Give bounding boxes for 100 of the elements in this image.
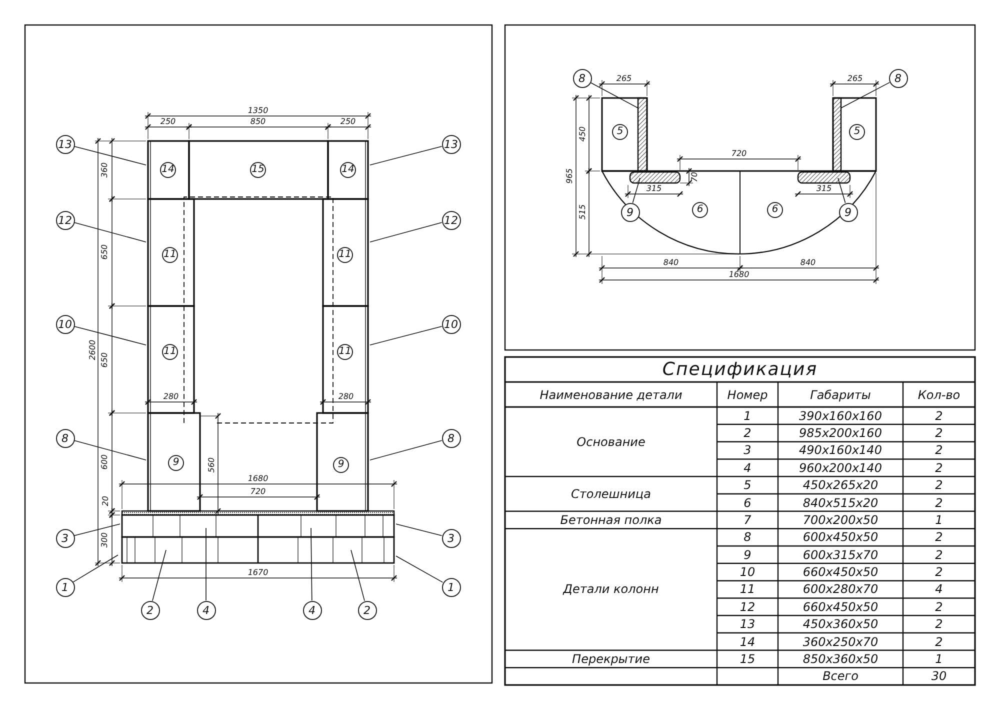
table-title: Спецификация [662,361,818,379]
leader-line [370,146,442,166]
part-dimensions: 660x450x50 [802,566,878,578]
callout-number: 9 [620,202,640,222]
part-dimensions: 850x360x50 [802,652,878,665]
part-dimensions: 390x160x160 [799,410,882,422]
dimension-label: 280 [338,393,354,401]
leader-line [590,82,638,108]
column-header: Наименование детали [540,389,682,401]
dimension-label: 650 [101,352,109,368]
item-number: 11 [740,583,756,596]
part-number: 11 [337,344,353,360]
part-number: 9 [168,455,184,471]
leader-line [370,440,442,460]
leader-line [632,178,640,204]
part-number: 11 [162,344,178,360]
item-number: 2 [744,427,752,440]
part-name: Основание [576,436,646,448]
leader-line [370,326,442,346]
dimension-label: 1670 [248,569,268,577]
callout-number: 2 [140,600,160,620]
callout-number: 3 [442,528,460,548]
part-number: 11 [162,247,178,263]
part-dimensions: 700x200x50 [802,514,878,526]
dimension-label: 720 [731,150,747,158]
total-label: Всего [822,670,858,682]
quantity: 2 [935,548,943,561]
item-number: 8 [744,531,752,544]
dimension-label: 20 [102,496,110,506]
leader-line [72,554,118,582]
callout-number: 10 [442,314,460,334]
part-number: 14 [160,162,176,178]
dimension-label: 720 [250,488,266,496]
leader-line [74,440,146,460]
quantity: 1 [935,652,943,665]
dimension-label: 850 [250,118,266,126]
dimension-label: 250 [160,118,176,126]
item-number: 14 [740,636,756,648]
quantity: 2 [935,462,943,474]
callout-number: 4 [196,600,216,620]
column-header: Кол-во [918,389,960,401]
dimension-label: 315 [646,185,662,193]
leader-line [74,524,120,536]
callout-number: 12 [56,210,74,230]
callout-number: 1 [442,578,460,596]
quantity: 2 [935,444,943,456]
leader-line [350,550,365,602]
leader-line [310,528,312,601]
dimension-label: 840 [800,259,816,267]
quantity: 2 [935,566,943,578]
part-number: 5 [849,124,865,140]
part-dimensions: 840x515x20 [802,496,878,509]
item-number: 7 [744,514,752,526]
part-name: Столешница [571,488,651,500]
dimension-label: 280 [163,393,179,401]
callout-number: 2 [358,600,376,620]
dimension-label: 1680 [728,271,750,279]
dimension-label: 250 [340,118,356,126]
item-number: 1 [744,410,752,422]
part-dimensions: 985x200x160 [799,427,882,440]
quantity: 2 [935,636,943,648]
part-number: 14 [340,162,356,178]
leader-line [838,178,846,204]
part-dimensions: 450x360x50 [802,618,878,630]
callout-number: 8 [442,428,460,448]
quantity: 2 [935,600,943,613]
callout-number: 8 [572,68,592,88]
callout-number: 12 [442,210,460,230]
callout-number: 13 [56,134,74,154]
callout-number: 8 [888,68,908,88]
item-number: 15 [740,652,756,665]
leader-line [396,556,444,583]
callout-number: 1 [56,578,74,596]
dimension-label: 600 [101,454,109,470]
part-dimensions: 600x450x50 [802,531,878,544]
leader-line [74,146,146,166]
part-number: 5 [612,124,628,140]
part-dimensions: 960x200x140 [799,462,882,474]
dimension-label: 450 [579,126,587,142]
leader-line [152,550,166,602]
dimension-label: 315 [816,185,832,193]
quantity: 2 [935,618,943,630]
item-number: 4 [744,462,752,474]
quantity: 2 [935,479,943,492]
item-number: 13 [740,618,756,630]
quantity: 30 [931,670,947,682]
dimension-label: 1680 [248,475,268,483]
part-number: 9 [333,457,349,473]
quantity: 2 [935,496,943,509]
part-dimensions: 450x265x20 [802,479,878,492]
dimension-label: 560 [208,457,216,473]
dimension-label: 265 [847,75,863,83]
dimension-label: 650 [101,244,109,260]
dimension-label: 70 [691,172,699,182]
quantity: 1 [935,514,943,526]
item-number: 3 [744,444,752,456]
callout-number: 13 [442,134,460,154]
item-number: 12 [740,600,756,613]
item-number: 9 [744,548,752,561]
part-dimensions: 660x450x50 [802,600,878,613]
